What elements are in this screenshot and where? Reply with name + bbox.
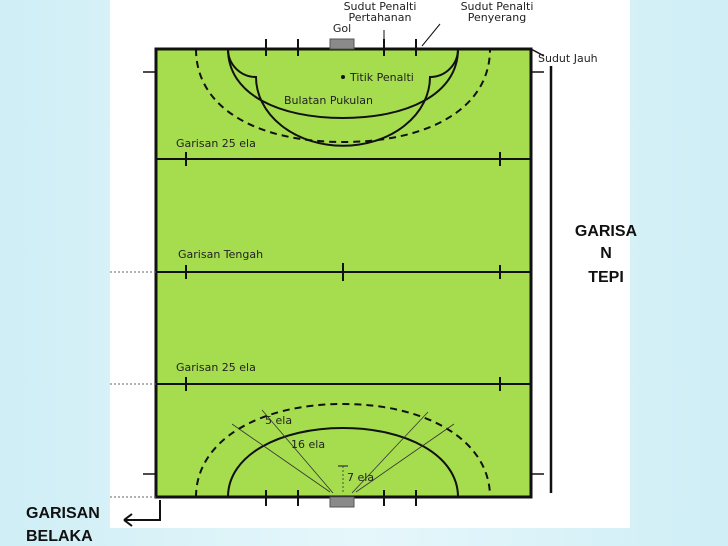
label-sudut-jauh: Sudut Jauh xyxy=(538,52,598,65)
label-16-ela: 16 ela xyxy=(291,438,325,451)
label-sudut-penalti-pertahanan-1: Sudut Penalti xyxy=(344,0,417,13)
label-sudut-penalti-pertahanan-2: Pertahanan xyxy=(349,11,412,24)
measure-line-right-outer xyxy=(355,423,455,493)
bottom-shooting-circle xyxy=(227,426,459,498)
label-bulatan-pukulan: Bulatan Pukulan xyxy=(284,94,373,107)
label-garisan-belakang-1: GARISAN xyxy=(26,505,100,522)
label-garisan-tepi-1: GARISA xyxy=(575,223,638,240)
label-garisan-belakang-2: BELAKA xyxy=(26,528,93,545)
top-goal-line-marks xyxy=(265,39,417,56)
top-dashed-arc xyxy=(195,48,491,144)
top-penalty-spot xyxy=(341,75,345,79)
line-ticks xyxy=(185,152,501,391)
label-garisan-25-top: Garisan 25 ela xyxy=(176,137,256,150)
measure-line-5 xyxy=(261,409,334,494)
bottom-dashed-arc xyxy=(195,402,491,498)
bottom-goal-line-marks xyxy=(265,490,417,506)
dotted-extensions xyxy=(110,271,156,498)
label-garisan-tepi-2: N xyxy=(600,245,612,262)
top-goal xyxy=(329,38,355,50)
label-garisan-25-bottom: Garisan 25 ela xyxy=(176,361,256,374)
label-garisan-tengah: Garisan Tengah xyxy=(178,248,263,261)
pointer-penyerang xyxy=(421,23,441,47)
label-titik-penalti: Titik Penalti xyxy=(349,71,414,84)
measure-line-16 xyxy=(231,423,331,493)
top-shooting-circle xyxy=(227,48,459,147)
measure-line-right-inner xyxy=(351,411,429,494)
label-gol: Gol xyxy=(333,22,351,35)
label-sudut-penalti-penyerang-2: Penyerang xyxy=(468,11,526,24)
label-5-ela: 5 ela xyxy=(265,414,292,427)
arrow-head xyxy=(123,513,133,527)
top-shooting-circle-main xyxy=(227,48,459,120)
label-garisan-tepi-3: TEPI xyxy=(588,269,624,286)
garisan-belakang-arrow xyxy=(124,500,161,521)
corner-marks xyxy=(143,48,545,475)
label-7-ela: 7 ela xyxy=(347,471,374,484)
bottom-goal xyxy=(329,496,355,508)
label-sudut-penalti-penyerang-1: Sudut Penalti xyxy=(461,0,534,13)
